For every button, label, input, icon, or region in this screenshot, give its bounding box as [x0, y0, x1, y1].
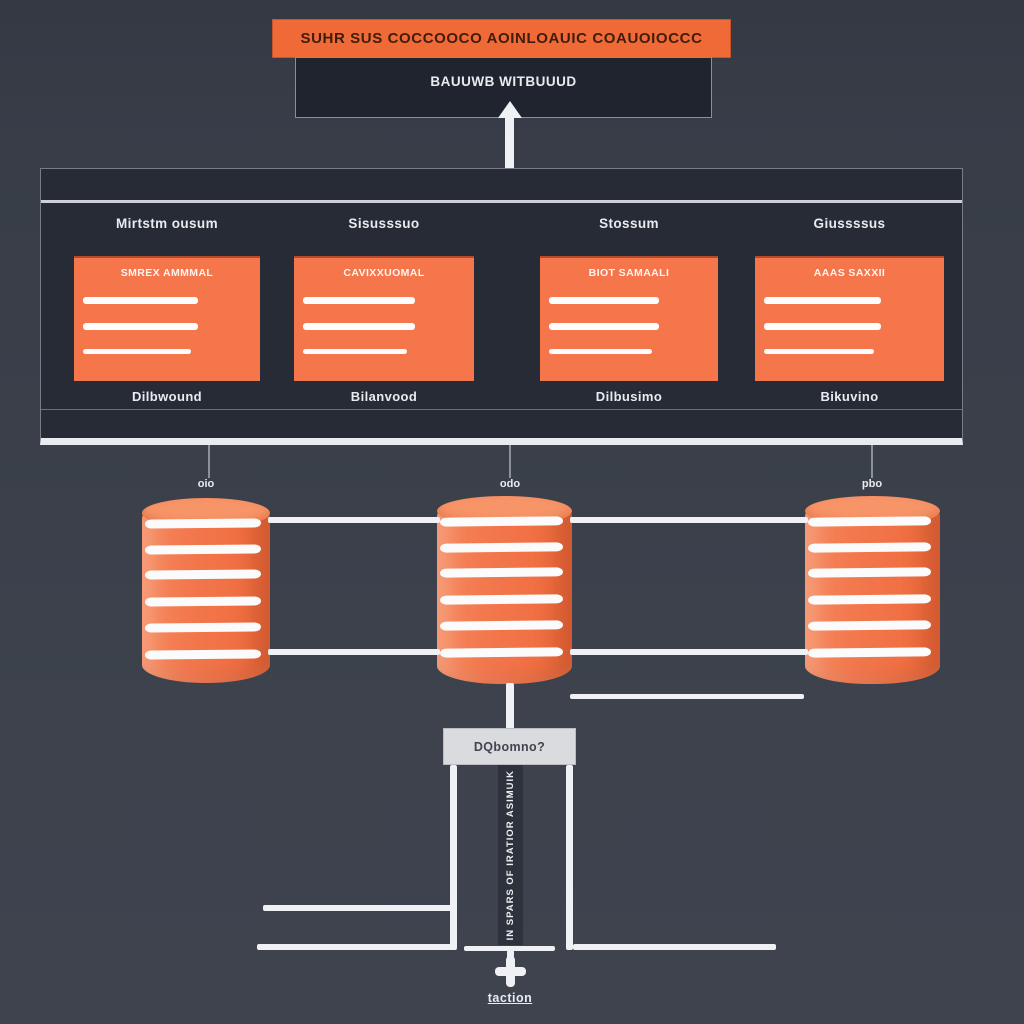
services-panel: Mirtstm ousum SMREX AMMMAL Dilbwound Sis… — [40, 168, 963, 445]
disk-stripe — [807, 516, 932, 527]
disk-stripe — [439, 647, 564, 658]
column-footer: Bilanvood — [350, 389, 418, 404]
db-to-box-connector — [506, 683, 514, 729]
text-line-bar — [764, 349, 874, 354]
disk-stripe — [144, 544, 262, 555]
left-vertical-rail — [450, 765, 457, 950]
disk-stripe — [439, 594, 564, 605]
title-banner-label: SUHR SUS COCCOOCO AOINLOAUIC COAUOIOCCC — [300, 30, 703, 47]
text-line-bar — [764, 297, 882, 304]
text-line-bar — [83, 323, 199, 330]
disk-stripe — [144, 622, 262, 633]
text-line-bar — [549, 323, 660, 330]
db-link-line — [570, 694, 804, 699]
bottom-node-label: DQbomno? — [473, 739, 546, 754]
service-card: CAVIXXUOMAL — [294, 258, 474, 381]
bottom-rail-right — [573, 944, 776, 950]
bottom-rail-upper — [263, 905, 454, 911]
plus-connector-icon — [506, 956, 515, 987]
db-link-line — [570, 517, 808, 523]
database-cylinder-icon — [437, 496, 572, 684]
text-line-bar — [83, 349, 191, 354]
column-footer: Dilbusimo — [595, 389, 663, 404]
disk-stripe — [807, 542, 932, 553]
disk-stripe — [807, 594, 932, 605]
disk-stripe — [807, 567, 932, 578]
db-node-label: pbo — [861, 478, 883, 490]
bottom-rail-left — [257, 944, 455, 950]
vertical-label-strip: IN SPARS OF IRATIOR ASIMUIK — [498, 765, 523, 945]
db-node-label: odo — [499, 478, 521, 490]
column-footer: Bikuvino — [820, 389, 879, 404]
database-cylinder-icon — [142, 498, 270, 683]
disk-stripe — [439, 620, 564, 631]
disk-stripe — [439, 567, 564, 578]
disk-stripe — [807, 620, 932, 631]
top-node-label: BAUUWB WITBUUUD — [430, 74, 577, 89]
drop-connector — [509, 445, 511, 478]
title-banner: SUHR SUS COCCOOCO AOINLOAUIC COAUOIOCCC — [272, 19, 731, 58]
db-link-line — [268, 517, 440, 523]
text-line-bar — [303, 297, 415, 304]
drop-connector — [208, 445, 210, 478]
db-link-line — [570, 649, 808, 655]
column-header: Giussssus — [813, 216, 886, 231]
drop-connector — [871, 445, 873, 478]
card-title: SMREX AMMMAL — [120, 267, 214, 279]
card-title: BIOT SAMAALI — [588, 267, 670, 279]
disk-stripe — [144, 569, 262, 580]
service-card: BIOT SAMAALI — [540, 258, 718, 381]
text-line-bar — [303, 349, 408, 354]
column-footer: Dilbwound — [131, 389, 203, 404]
panel-header-divider — [41, 200, 962, 203]
disk-stripe — [439, 542, 564, 553]
card-title: AAAS SAXXII — [813, 267, 886, 279]
database-cylinder-icon — [805, 496, 940, 684]
db-link-line — [268, 649, 440, 655]
disk-stripe — [439, 516, 564, 527]
panel-footer-divider — [41, 409, 962, 410]
bottom-node-box: DQbomno? — [443, 728, 576, 765]
disk-stripe — [144, 518, 262, 529]
right-vertical-rail — [566, 765, 573, 950]
text-line-bar — [303, 323, 415, 330]
arrow-up-icon — [498, 101, 522, 118]
disk-stripe — [807, 647, 932, 658]
text-line-bar — [83, 297, 199, 304]
column-header: Stossum — [599, 216, 659, 231]
service-card: SMREX AMMMAL — [74, 258, 260, 381]
vertical-label: IN SPARS OF IRATIOR ASIMUIK — [505, 769, 516, 941]
text-line-bar — [549, 297, 660, 304]
column-header: Sisusssuo — [348, 216, 420, 231]
card-title: CAVIXXUOMAL — [343, 267, 425, 279]
bottom-rail-center — [464, 946, 555, 951]
disk-stripe — [144, 649, 262, 660]
service-card: AAAS SAXXII — [755, 258, 944, 381]
column-header: Mirtstm ousum — [116, 216, 218, 231]
terminal-label: taction — [487, 991, 533, 1005]
text-line-bar — [764, 323, 882, 330]
db-node-label: oio — [197, 478, 215, 490]
text-line-bar — [549, 349, 653, 354]
disk-stripe — [144, 596, 262, 607]
